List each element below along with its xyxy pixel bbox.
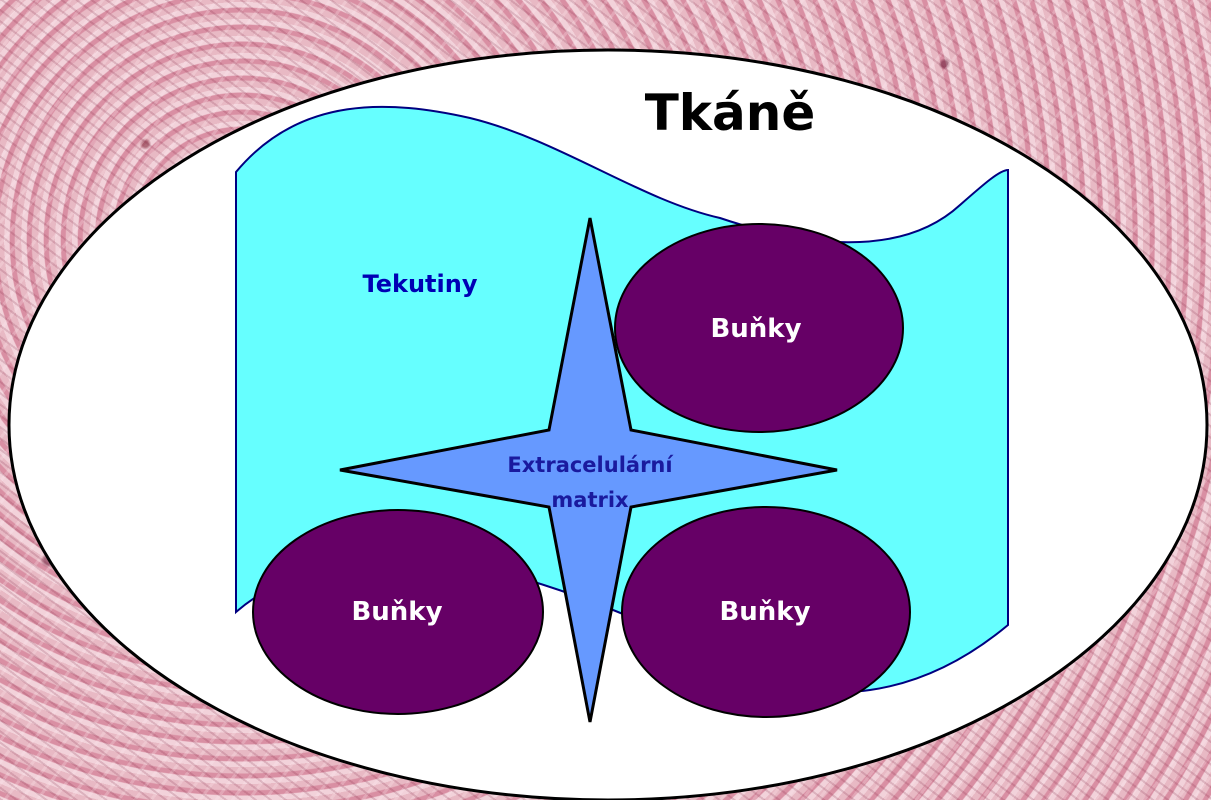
fluids-label: Tekutiny: [320, 270, 520, 298]
matrix-label: Extracelulární matrix: [440, 448, 740, 518]
matrix-label-line1: Extracelulární: [440, 448, 740, 483]
cell-label-bottom-left: Buňky: [307, 597, 487, 627]
diagram-title: Tkáně: [580, 84, 880, 142]
cell-label-bottom-right: Buňky: [675, 597, 855, 627]
matrix-label-line2: matrix: [440, 483, 740, 518]
cell-label-top: Buňky: [666, 314, 846, 344]
